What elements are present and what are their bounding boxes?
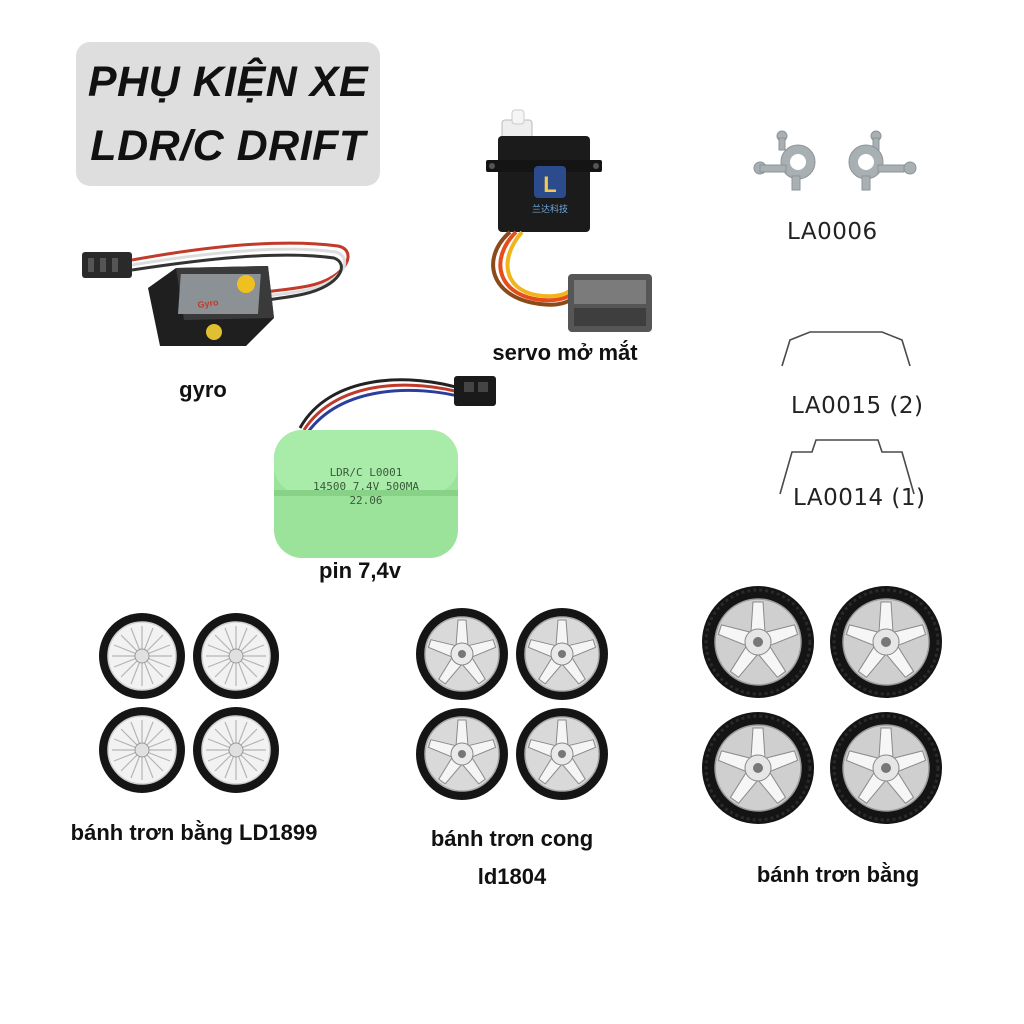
servo-logo-text: 兰达科技 (532, 203, 568, 215)
wheels-ld1899-label: bánh trơn bằng LD1899 (70, 820, 318, 845)
wheels-flat-label: bánh trơn bằng (756, 862, 920, 887)
wheels-flat-image (700, 584, 944, 826)
battery-print-2: 14500 7.4V 500MA (313, 480, 419, 493)
battery-image: LDR/C L0001 14500 7.4V 500MA 22.06 (274, 376, 496, 558)
wheels-ld1899-image (98, 612, 280, 794)
la0014-image (779, 439, 915, 495)
gyro-image: Gyro (82, 241, 350, 346)
title-badge: PHỤ KIỆN XE LDR/C DRIFT (76, 42, 380, 186)
servo-image: L 兰达科技 (486, 109, 652, 332)
battery-print-3: 22.06 (349, 494, 382, 507)
la0015-label: LA0015 (2) (791, 393, 924, 419)
la0014-label: LA0014 (1) (793, 485, 926, 511)
gyro-case-text: Gyro (197, 297, 220, 310)
battery-print-1: LDR/C L0001 (330, 466, 403, 479)
la0006-image (753, 130, 917, 191)
title-line-2: LDR/C DRIFT (90, 122, 366, 170)
wheels-ld1804-label-2: ld1804 (477, 864, 547, 889)
gyro-label: gyro (179, 377, 227, 402)
battery-label: pin 7,4v (319, 558, 401, 583)
la0015-image (781, 331, 911, 367)
wheels-ld1804-label-1: bánh trơn cong (430, 826, 594, 851)
svg-text:L: L (543, 172, 556, 197)
servo-label: servo mở mắt (492, 340, 638, 365)
wheels-ld1804-image (415, 607, 609, 801)
la0006-label: LA0006 (787, 219, 878, 245)
title-line-1: PHỤ KIỆN XE (87, 58, 369, 106)
